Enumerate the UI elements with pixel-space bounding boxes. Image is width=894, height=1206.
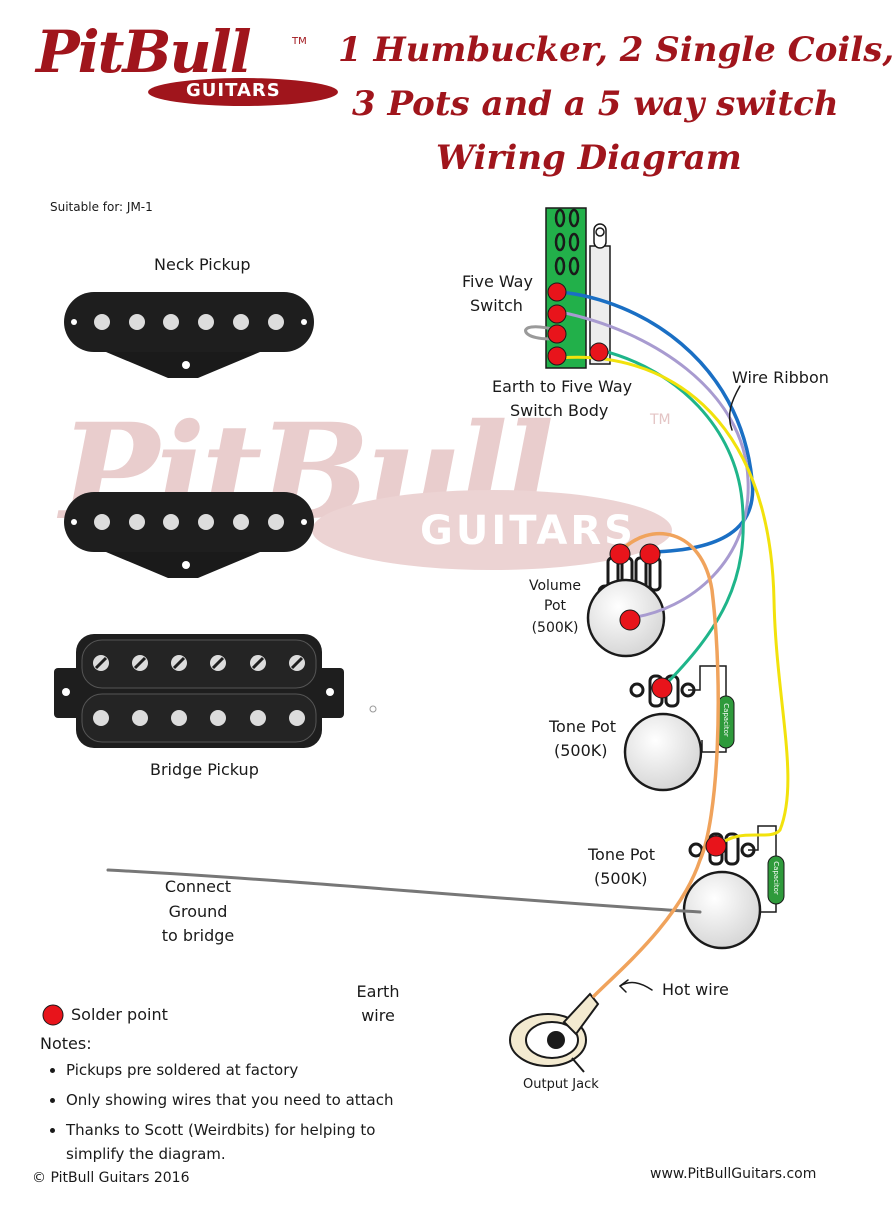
wires	[106, 290, 790, 998]
tone-pot-2-label-1: Tone Pot	[588, 845, 656, 864]
suitable-for: Suitable for: JM-1	[50, 200, 153, 214]
watermark-badge: GUITARS	[312, 490, 672, 570]
ground-label-3: to bridge	[161, 926, 235, 945]
neck-pickup-label: Neck Pickup	[154, 255, 251, 274]
five-way-switch	[545, 207, 611, 369]
wire-ribbon-label: Wire Ribbon	[732, 368, 829, 387]
copyright: © PitBull Guitars 2016	[32, 1170, 190, 1186]
diagram-title-line-1: 1 Humbucker, 2 Single Coils,	[338, 30, 894, 70]
note-item: Only showing wires that you need to atta…	[66, 1088, 436, 1112]
neck-pickup	[64, 292, 314, 378]
tone-pot-1	[623, 665, 735, 792]
solder-points	[42, 282, 727, 1026]
tone-pot-1-label-1: Tone Pot	[549, 717, 617, 736]
note-item: Pickups pre soldered at factory	[66, 1058, 436, 1082]
bridge-pickup-label: Bridge Pickup	[150, 760, 259, 779]
capacitor-label-1: Capacitor	[722, 703, 730, 737]
watermark-tm: TM	[650, 412, 671, 428]
output-jack	[509, 992, 600, 1073]
earth-wire-label-2: wire	[361, 1006, 395, 1025]
tone-pot-2-label-2: (500K)	[594, 869, 648, 888]
brand-logo-tm: TM	[292, 36, 307, 47]
output-jack-label: Output Jack	[523, 1077, 599, 1092]
wiring-diagram	[42, 207, 790, 1073]
volume-pot-label-2: Pot	[544, 598, 566, 614]
middle-pickup	[64, 492, 314, 578]
diagram-title-line-3: Wiring Diagram	[436, 138, 742, 178]
bridge-humbucker	[54, 634, 377, 748]
hot-wire-label: Hot wire	[662, 980, 729, 999]
volume-pot-label-3: (500K)	[531, 620, 579, 636]
volume-pot	[586, 556, 666, 658]
earth-wire-label-1: Earth	[356, 982, 400, 1001]
diagram-title-line-2: 3 Pots and a 5 way switch	[352, 84, 839, 124]
note-item: Thanks to Scott (Weirdbits) for helping …	[66, 1118, 436, 1166]
ground-label-2: Ground	[168, 902, 228, 921]
website: www.PitBullGuitars.com	[650, 1166, 817, 1182]
volume-pot-label-1: Volume	[528, 578, 582, 594]
tone-pot-2	[682, 825, 785, 950]
capacitor-label-2: Capacitor	[772, 861, 780, 895]
five-way-switch-label-1: Five Way	[462, 272, 533, 291]
notes-heading: Notes:	[40, 1034, 92, 1053]
brand-logo: PitBull	[36, 18, 252, 86]
tone-pot-1-label-2: (500K)	[554, 741, 608, 760]
ground-label-1: Connect	[164, 877, 232, 896]
five-way-switch-label-2: Switch	[470, 296, 523, 315]
earth-switch-label-1: Earth to Five Way	[492, 377, 633, 396]
solder-point-legend: Solder point	[71, 1005, 168, 1024]
brand-logo-badge: GUITARS	[148, 78, 338, 106]
notes-list: Pickups pre soldered at factory Only sho…	[40, 1058, 436, 1172]
earth-switch-label-2: Switch Body	[510, 401, 609, 420]
